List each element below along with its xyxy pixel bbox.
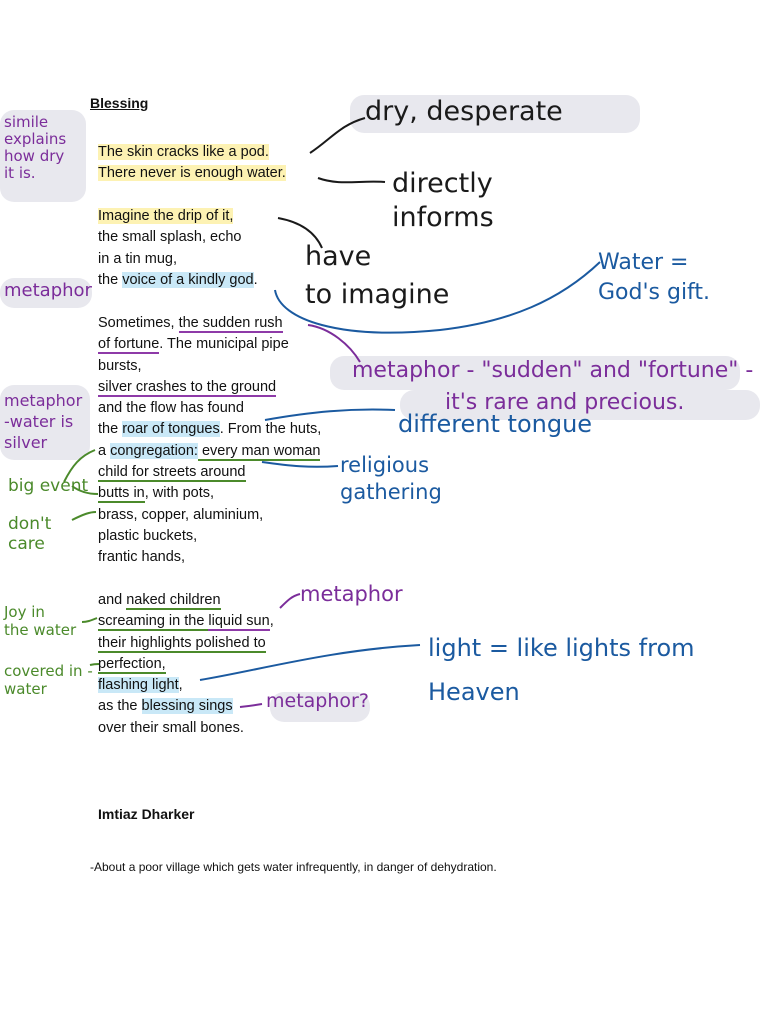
text: . <box>253 271 258 288</box>
annotation-smudge <box>350 95 640 133</box>
poem-line: the small splash, echo <box>98 229 242 246</box>
text: the <box>98 421 123 438</box>
poem-line: Sometimes, the sudden rush <box>98 313 321 334</box>
annotation-joy-in-water: Joy in the water <box>4 603 77 639</box>
annotation-metaphor: metaphor <box>300 582 403 606</box>
highlight: flashing light <box>98 677 179 694</box>
poem-line: the voice of a kindly god. <box>98 270 258 291</box>
poem-line: The skin cracks like a pod. <box>98 144 269 160</box>
text: and <box>98 592 127 608</box>
text: Sometimes, <box>98 315 179 331</box>
annotation-rare-precious: it's rare and precious. <box>445 390 685 415</box>
highlight: blessing sings <box>141 698 233 715</box>
poem-line: a congregation: every man woman <box>98 441 321 462</box>
annotation-metaphor-silver: metaphor -water is silver <box>4 391 83 452</box>
text: the <box>98 271 123 288</box>
poem-line: bursts, <box>98 357 142 374</box>
poem-line: brass, copper, aluminium, <box>98 506 264 523</box>
underline-phrase: of fortune <box>98 336 160 355</box>
poem-line: frantic hands, <box>98 549 186 566</box>
annotation-dont-care: don't care <box>8 514 52 554</box>
poem-line: screaming in the liquid sun, <box>98 611 274 632</box>
underline-phrase: naked children <box>126 592 221 610</box>
highlight: voice of a kindly god <box>122 271 254 288</box>
underline-phrase: liquid sun <box>208 613 270 632</box>
stanza-3: Sometimes, the sudden rush of fortune. T… <box>98 313 321 569</box>
stanza-4: and naked children screaming in the liqu… <box>98 590 274 739</box>
poem-line: their highlights polished to <box>98 634 266 653</box>
annotation-directly-informs: directly informs <box>392 168 494 233</box>
poem-title: Blessing <box>90 95 149 111</box>
poem-line: butts in, with pots, <box>98 483 321 504</box>
text: as the <box>98 698 142 715</box>
annotation-smudge <box>0 385 90 460</box>
annotation-smudge <box>0 110 86 202</box>
annotation-smudge <box>400 390 760 420</box>
annotation-smudge <box>0 278 92 308</box>
poem-line: and naked children <box>98 590 274 611</box>
poem-line: perfection, <box>98 655 166 674</box>
poem-line: in a tin mug, <box>98 250 177 267</box>
text: every man woman <box>197 442 321 461</box>
stanza-1: The skin cracks like a pod. There never … <box>98 142 286 185</box>
annotation-metaphor: metaphor <box>4 280 92 301</box>
text: screaming in the <box>98 613 209 632</box>
annotation-metaphor-question: metaphor? <box>266 690 369 712</box>
text: . From the huts, <box>219 421 322 438</box>
poem-line: There never is enough water. <box>98 165 286 182</box>
poem-line: and the flow has found <box>98 400 244 417</box>
author-name: Imtiaz Dharker <box>98 806 195 822</box>
annotation-covered-in-water: covered in - water <box>4 662 93 698</box>
annotation-religious-gathering: religious gathering <box>340 453 442 504</box>
poem-line: over their small bones. <box>98 719 244 736</box>
text: , <box>269 613 274 630</box>
highlight: roar of tongues <box>122 421 220 438</box>
poem-line: as the blessing sings <box>98 696 274 717</box>
poem-line: Imagine the drip of it, <box>98 208 234 224</box>
text: a <box>98 442 111 459</box>
underline-phrase: the sudden rush <box>178 315 283 333</box>
annotation-have-to-imagine: have to imagine <box>305 241 450 310</box>
text: . The municipal pipe <box>159 336 289 353</box>
highlight: congregation: <box>110 442 198 459</box>
poem-line: silver crashes to the ground <box>98 378 277 397</box>
annotation-smudge <box>270 692 370 722</box>
poem-line: of fortune. The municipal pipe <box>98 334 321 355</box>
poem-line: flashing light, <box>98 675 274 696</box>
annotation-simile: simile explains how dry it is. <box>4 113 67 182</box>
annotation-metaphor-sudden-fortune: metaphor - "sudden" and "fortune" - <box>352 358 754 383</box>
annotation-water-gift: Water = God's gift. <box>598 250 711 305</box>
poem-line: child for streets around <box>98 464 246 483</box>
annotation-dry-desperate: dry, desperate <box>365 96 563 127</box>
stanza-2: Imagine the drip of it, the small splash… <box>98 206 258 291</box>
poem-line: plastic buckets, <box>98 527 198 544</box>
underline-phrase: butts in <box>98 485 145 504</box>
text: , with pots, <box>144 485 215 502</box>
annotation-big-event: big event <box>8 476 89 496</box>
annotation-different-tongue: different tongue <box>398 410 593 438</box>
poem-line: the roar of tongues. From the huts, <box>98 419 321 440</box>
text: , <box>178 677 183 694</box>
annotation-smudge <box>330 356 740 390</box>
summary-note: -About a poor village which gets water i… <box>90 860 497 874</box>
annotation-light-heaven: light = like lights from Heaven <box>428 634 695 706</box>
